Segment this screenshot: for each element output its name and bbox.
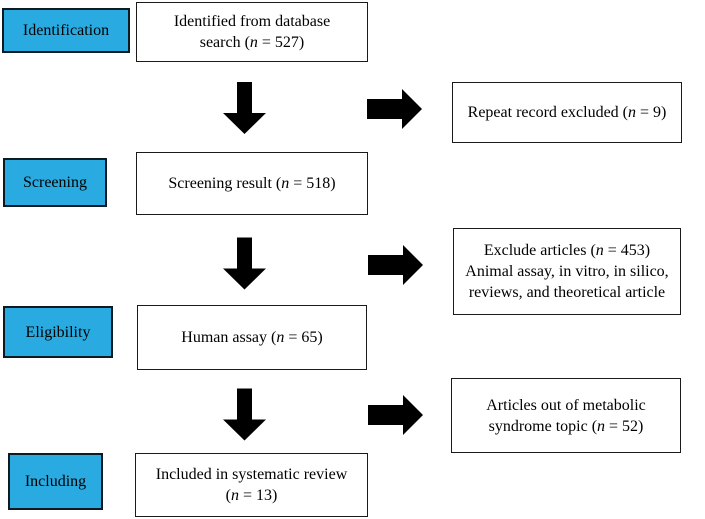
flow-box-text: Included in systematic review (n = 13) bbox=[155, 466, 348, 504]
flow-box-database-search: Identified from database search (n = 527… bbox=[136, 2, 368, 62]
exclusion-box-text: Repeat record excluded (n = 9) bbox=[467, 104, 667, 121]
arrow-right-icon bbox=[368, 395, 423, 435]
stage-eligibility: Eligibility bbox=[3, 306, 113, 358]
stage-label: Screening bbox=[23, 174, 87, 191]
exclusion-box-off-topic: Articles out of metabolic syndrome topic… bbox=[451, 378, 681, 453]
arrow-down-icon bbox=[223, 237, 266, 290]
arrow-down-icon bbox=[223, 82, 266, 134]
stage-including: Including bbox=[8, 453, 103, 510]
exclusion-box-text: Exclude articles (n = 453) Animal assay,… bbox=[465, 242, 669, 301]
flow-box-text: Screening result (n = 518) bbox=[168, 175, 336, 192]
flow-box-text: Identified from database search (n = 527… bbox=[173, 13, 331, 51]
arrow-right-icon bbox=[367, 89, 422, 129]
exclusion-box-text: Articles out of metabolic syndrome topic… bbox=[486, 396, 646, 435]
flow-box-systematic-review: Included in systematic review (n = 13) bbox=[135, 453, 368, 517]
stage-label: Eligibility bbox=[25, 323, 91, 341]
flow-box-human-assay: Human assay (n = 65) bbox=[137, 305, 367, 370]
exclusion-box-excluded-articles: Exclude articles (n = 453) Animal assay,… bbox=[453, 228, 681, 315]
arrow-down-icon bbox=[223, 388, 266, 441]
stage-label: Identification bbox=[22, 22, 110, 39]
flow-box-text: Human assay (n = 65) bbox=[181, 329, 323, 346]
arrow-right-icon bbox=[368, 245, 423, 285]
stage-identification: Identification bbox=[2, 8, 130, 53]
stage-screening: Screening bbox=[3, 158, 107, 207]
stage-label: Including bbox=[24, 473, 87, 490]
flow-box-screening-result: Screening result (n = 518) bbox=[136, 152, 368, 215]
exclusion-box-repeat-records: Repeat record excluded (n = 9) bbox=[452, 82, 682, 143]
